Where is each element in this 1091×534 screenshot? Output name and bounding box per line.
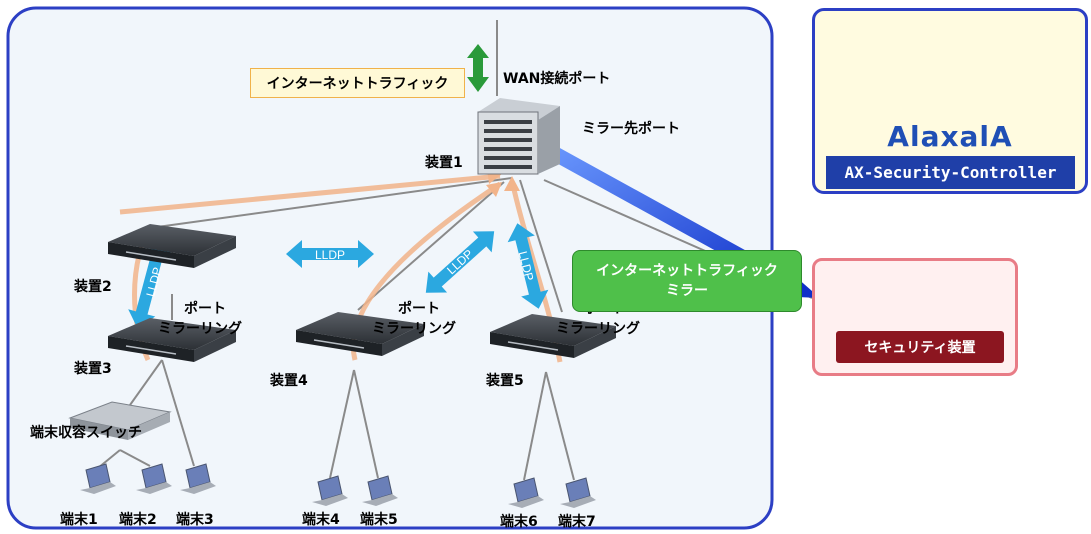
internet-traffic-label: インターネットトラフィック	[250, 68, 465, 98]
terminal-6-label: 端末6	[500, 514, 538, 530]
device-5-label: 装置5	[486, 373, 524, 389]
controller-name-bar: AX-Security-Controller	[826, 156, 1075, 189]
access-switch-label: 端末収容スイッチ	[30, 425, 142, 441]
port-mirroring-label: ミラーリング	[158, 321, 242, 337]
security-device-label: セキュリティ装置	[836, 331, 1004, 363]
mirror-callout-line2: ミラー	[666, 283, 708, 299]
port-mirroring-label: ミラーリング	[556, 321, 640, 337]
switch-icon-5	[490, 314, 616, 358]
port-mirroring-label: ミラーリング	[372, 321, 456, 337]
core-switch-icon	[477, 98, 560, 175]
lldp-label: LLDP	[315, 248, 345, 262]
wan-port-label: WAN接続ポート	[503, 71, 611, 87]
terminal-4-label: 端末4	[302, 512, 340, 528]
mirror-callout-line1: インターネットトラフィック	[596, 263, 778, 279]
switch-icon-2	[108, 224, 236, 268]
wan-arrow	[467, 44, 489, 92]
device-4-label: 装置4	[270, 373, 308, 389]
device-3-label: 装置3	[74, 361, 112, 377]
terminal-1-label: 端末1	[60, 512, 98, 528]
terminal-5-label: 端末5	[360, 512, 398, 528]
internet-traffic-mirror-callout: インターネットトラフィック ミラー	[572, 250, 802, 312]
port-mirroring-label: ポート	[398, 301, 440, 317]
switch-icon-4	[296, 312, 424, 356]
access-switch-icon	[68, 401, 172, 440]
device-2-label: 装置2	[74, 279, 112, 295]
port-mirroring-label: ポート	[184, 301, 226, 317]
alaxala-logo: AlaxalA	[887, 120, 1013, 153]
device-1-label: 装置1	[425, 155, 463, 171]
terminal-7-label: 端末7	[558, 514, 596, 530]
mirror-dest-port-label: ミラー先ポート	[582, 121, 680, 137]
cables	[97, 20, 813, 481]
switch-icon-3	[108, 318, 236, 362]
laptop-icons	[80, 463, 596, 508]
terminal-2-label: 端末2	[119, 512, 157, 528]
terminal-3-label: 端末3	[176, 512, 214, 528]
